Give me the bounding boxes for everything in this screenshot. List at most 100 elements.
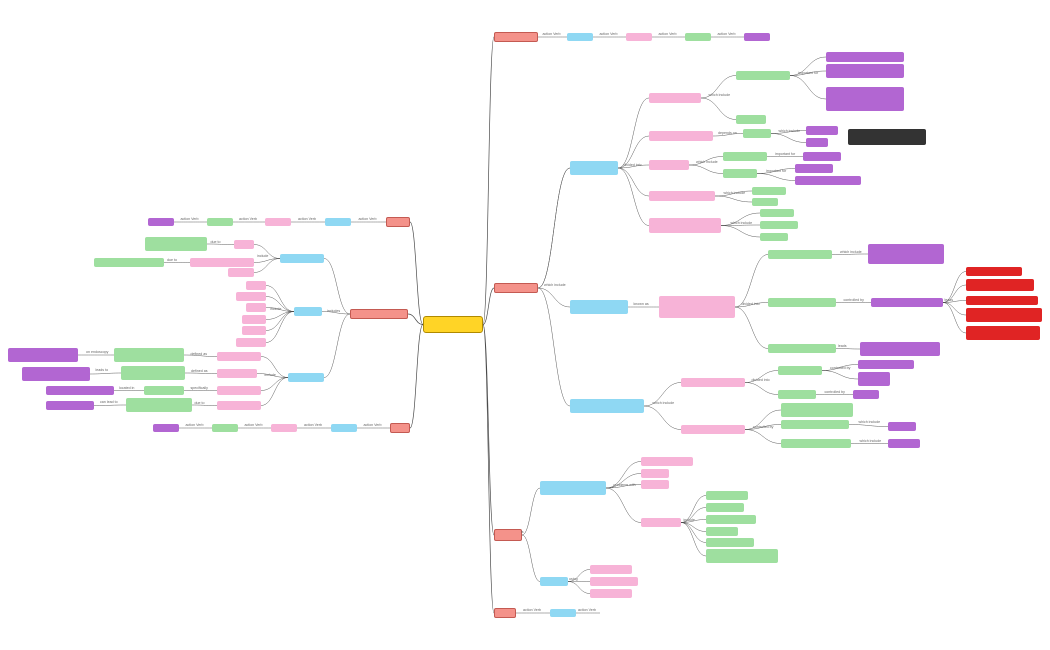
- node-e3[interactable]: [706, 515, 756, 524]
- node-iam1[interactable]: [550, 609, 576, 617]
- node-ch3[interactable]: [826, 87, 904, 111]
- node-refl[interactable]: [217, 369, 257, 378]
- node-sal[interactable]: [386, 217, 410, 227]
- node-comp[interactable]: [288, 373, 324, 382]
- node-glos[interactable]: [858, 360, 914, 369]
- node-empt[interactable]: [795, 176, 861, 185]
- node-moh4[interactable]: [744, 33, 770, 41]
- node-fmd[interactable]: [860, 342, 940, 356]
- node-dep[interactable]: [641, 480, 669, 489]
- node-e4[interactable]: [706, 527, 738, 536]
- node-chew[interactable]: [736, 71, 790, 80]
- node-ach[interactable]: [888, 439, 920, 448]
- node-r3[interactable]: [966, 296, 1038, 305]
- node-recr[interactable]: [22, 367, 90, 381]
- node-gct[interactable]: [145, 237, 207, 251]
- node-dist[interactable]: [723, 169, 757, 178]
- node-tot1[interactable]: [331, 424, 357, 432]
- node-tot2[interactable]: [271, 424, 297, 432]
- node-cal[interactable]: [540, 481, 606, 495]
- node-e2[interactable]: [706, 503, 744, 512]
- node-moh3[interactable]: [685, 33, 711, 41]
- node-r5[interactable]: [966, 326, 1040, 340]
- node-r4[interactable]: [966, 308, 1042, 322]
- node-necr[interactable]: [126, 398, 192, 412]
- node-mots[interactable]: [853, 390, 879, 399]
- node-ips[interactable]: [768, 298, 836, 307]
- node-tot3[interactable]: [212, 424, 238, 432]
- node-root[interactable]: [423, 316, 483, 333]
- node-nitr[interactable]: [888, 422, 916, 431]
- node-gim[interactable]: [570, 161, 618, 175]
- node-prox[interactable]: [723, 152, 767, 161]
- node-hh[interactable]: [236, 338, 266, 347]
- node-hfd[interactable]: [236, 292, 266, 301]
- node-moh[interactable]: [494, 32, 538, 42]
- node-pat[interactable]: [8, 348, 78, 362]
- node-jp[interactable]: [641, 469, 669, 478]
- node-me[interactable]: [649, 131, 713, 141]
- node-alc[interactable]: [246, 281, 266, 290]
- node-mix[interactable]: [795, 164, 833, 173]
- node-bmi[interactable]: [590, 565, 632, 574]
- node-sens[interactable]: [778, 366, 822, 375]
- node-niks[interactable]: [114, 348, 184, 362]
- node-ed[interactable]: [641, 518, 681, 527]
- node-rf[interactable]: [294, 307, 322, 316]
- node-ues[interactable]: [681, 378, 745, 387]
- node-gerd[interactable]: [350, 309, 408, 319]
- node-per1[interactable]: [752, 198, 778, 206]
- node-moh1[interactable]: [567, 33, 593, 41]
- node-iam[interactable]: [494, 608, 516, 618]
- node-e6[interactable]: [706, 549, 778, 563]
- node-pod[interactable]: [570, 300, 628, 314]
- node-e5[interactable]: [706, 538, 754, 547]
- node-e1[interactable]: [706, 491, 748, 500]
- node-wc[interactable]: [590, 577, 638, 586]
- node-seg2[interactable]: [760, 209, 794, 217]
- node-stor[interactable]: [803, 152, 841, 161]
- node-caf[interactable]: [242, 326, 266, 335]
- node-msi[interactable]: [649, 191, 715, 201]
- node-dmg[interactable]: [190, 258, 254, 267]
- node-ch2[interactable]: [826, 64, 904, 78]
- node-smk[interactable]: [242, 315, 266, 324]
- node-defe[interactable]: [760, 233, 788, 241]
- node-inh[interactable]: [781, 420, 849, 429]
- node-estr[interactable]: [46, 401, 94, 410]
- node-sal1[interactable]: [325, 218, 351, 226]
- node-obs[interactable]: [246, 303, 266, 312]
- node-adc[interactable]: [144, 386, 184, 395]
- node-seg1[interactable]: [752, 187, 786, 195]
- node-vps[interactable]: [768, 250, 832, 259]
- node-sal3[interactable]: [207, 218, 233, 226]
- node-diag[interactable]: [540, 577, 568, 586]
- node-gm[interactable]: [649, 160, 689, 170]
- node-ies[interactable]: [768, 344, 836, 353]
- node-sal4[interactable]: [148, 218, 174, 226]
- node-whr[interactable]: [590, 589, 632, 598]
- node-tot4[interactable]: [153, 424, 179, 432]
- node-les[interactable]: [681, 425, 745, 434]
- node-motf[interactable]: [778, 390, 816, 399]
- node-sal2[interactable]: [265, 218, 291, 226]
- node-mov[interactable]: [659, 296, 735, 318]
- node-cs[interactable]: [280, 254, 324, 263]
- node-swal[interactable]: [736, 115, 766, 124]
- node-long[interactable]: [806, 126, 838, 135]
- node-swc[interactable]: [871, 298, 943, 307]
- node-vag[interactable]: [858, 372, 890, 386]
- node-mm[interactable]: [649, 93, 701, 103]
- node-lte[interactable]: [46, 386, 114, 395]
- node-ecan[interactable]: [217, 386, 261, 395]
- node-ulc[interactable]: [217, 401, 261, 410]
- node-bar[interactable]: [217, 352, 261, 361]
- node-mli[interactable]: [649, 218, 721, 233]
- node-reg[interactable]: [570, 399, 644, 413]
- node-phy[interactable]: [494, 283, 538, 293]
- node-obe[interactable]: [494, 529, 522, 541]
- node-circm[interactable]: [781, 403, 853, 417]
- node-r2[interactable]: [966, 279, 1034, 291]
- node-moh2[interactable]: [626, 33, 652, 41]
